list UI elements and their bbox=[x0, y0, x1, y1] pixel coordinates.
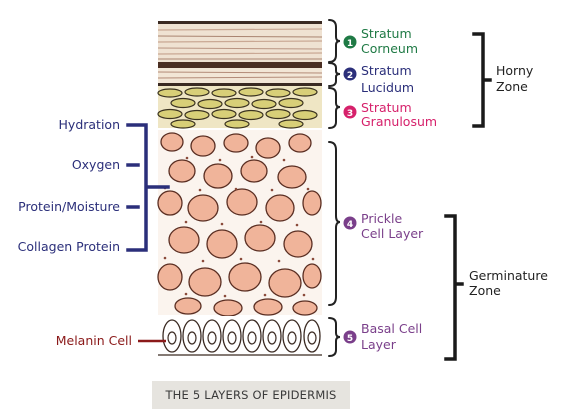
layer-number-1: 1 bbox=[347, 39, 353, 49]
brace-basal-cell-layer bbox=[328, 317, 341, 357]
brace-stratum-lucidum bbox=[328, 62, 341, 87]
stratum-granulosum-illustration bbox=[157, 86, 322, 129]
layer-number-badge-2 bbox=[343, 67, 357, 81]
horny-zone-bracket bbox=[472, 32, 492, 128]
prickle-cell-layer-illustration bbox=[157, 130, 322, 317]
layer-name-3a: Stratum bbox=[361, 100, 412, 115]
melanin-cell-label: Melanin Cell bbox=[56, 333, 132, 348]
layer-name-1a: Stratum bbox=[361, 26, 412, 41]
brace-stratum-corneum bbox=[328, 19, 341, 63]
layer-name-5b: Layer bbox=[361, 337, 397, 352]
function-protein-moisture: Protein/Moisture bbox=[18, 199, 120, 214]
stratum-corneum-illustration bbox=[157, 21, 323, 62]
germinature-zone-bracket bbox=[444, 214, 464, 361]
layer-name-3b: Granulosum bbox=[361, 114, 437, 129]
layer-label-3: 3 Stratum Granulosum bbox=[343, 100, 437, 129]
functions-bracket bbox=[126, 123, 170, 252]
stratum-lucidum-illustration bbox=[157, 62, 323, 86]
layer-number-5: 5 bbox=[347, 334, 353, 344]
brace-prickle-cell-layer bbox=[328, 141, 341, 306]
layer-label-1: 1 Stratum Corneum bbox=[343, 26, 418, 56]
layer-number-badge-3 bbox=[343, 105, 357, 119]
brace-stratum-granulosum bbox=[328, 87, 341, 129]
horny-zone-label-1: Horny bbox=[496, 63, 534, 78]
layer-name-4a: Prickle bbox=[361, 211, 403, 226]
layer-name-1b: Corneum bbox=[361, 41, 418, 56]
layer-number-badge-5 bbox=[343, 330, 357, 344]
layer-name-5a: Basal Cell bbox=[361, 321, 422, 336]
layer-name-2b: Lucidum bbox=[361, 80, 414, 95]
diagram-caption: THE 5 LAYERS OF EPIDERMIS bbox=[165, 388, 337, 402]
germinature-zone-label-2: Zone bbox=[469, 283, 501, 298]
horny-zone-label-2: Zone bbox=[496, 79, 528, 94]
basal-cell-layer-illustration bbox=[158, 316, 322, 356]
function-hydration: Hydration bbox=[59, 117, 120, 132]
layer-number-badge-1 bbox=[343, 35, 357, 49]
function-oxygen: Oxygen bbox=[72, 157, 120, 172]
layer-number-3: 3 bbox=[347, 109, 353, 119]
layer-number-badge-4 bbox=[343, 216, 357, 230]
layer-label-4: 4 Prickle Cell Layer bbox=[343, 211, 424, 241]
layer-number-4: 4 bbox=[347, 220, 353, 230]
layer-label-5: 5 Basal Cell Layer bbox=[343, 321, 422, 352]
layer-name-2a: Stratum bbox=[361, 63, 412, 78]
layer-label-2: 2 Stratum Lucidum bbox=[343, 63, 414, 95]
layer-number-2: 2 bbox=[347, 71, 353, 81]
function-collagen-protein: Collagen Protein bbox=[18, 239, 120, 254]
germinature-zone-label-1: Germinature bbox=[469, 268, 548, 283]
layer-name-4b: Cell Layer bbox=[361, 226, 424, 241]
caption-box: THE 5 LAYERS OF EPIDERMIS bbox=[152, 381, 350, 409]
